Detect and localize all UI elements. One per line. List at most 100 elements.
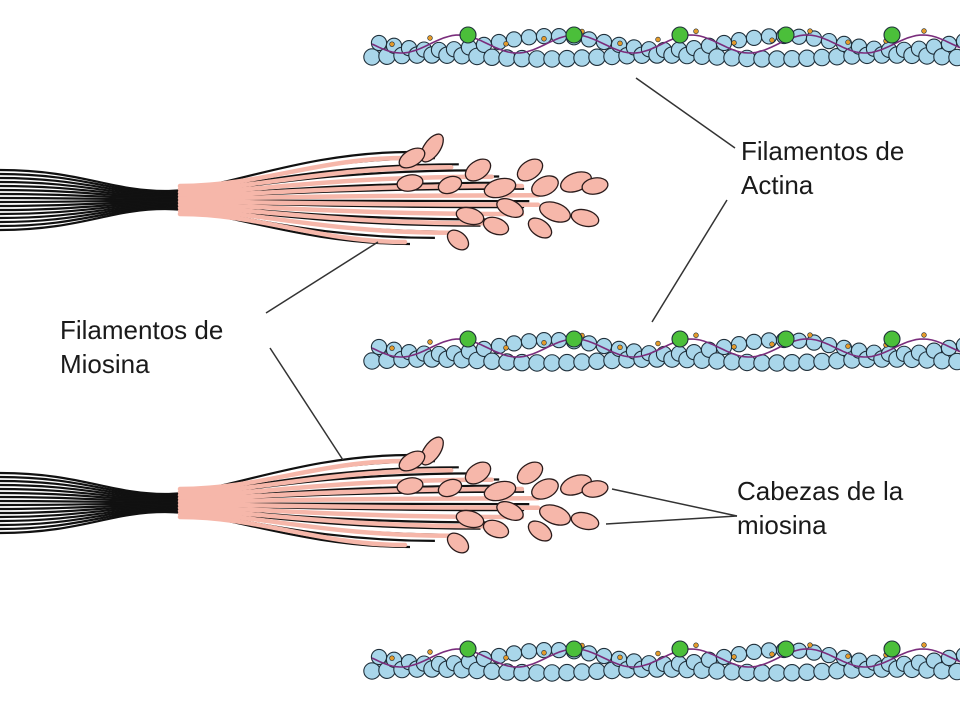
myosin-filament bbox=[0, 436, 609, 554]
troponin-complex bbox=[671, 26, 689, 44]
actin-binding-site bbox=[693, 642, 699, 648]
actin-binding-site bbox=[921, 642, 927, 648]
actin-monomer bbox=[363, 48, 381, 66]
actin-monomer bbox=[573, 49, 591, 67]
actin-binding-site bbox=[845, 653, 851, 659]
actin-binding-site bbox=[731, 344, 737, 350]
myosin-head bbox=[581, 480, 609, 498]
actin-binding-site bbox=[503, 345, 509, 351]
actin-label-line-2: Actina bbox=[741, 170, 814, 200]
actin-monomer bbox=[768, 50, 786, 68]
actin-binding-site bbox=[693, 28, 699, 34]
actin-monomer bbox=[558, 353, 576, 372]
actin-monomer bbox=[558, 49, 576, 68]
actin-monomer bbox=[588, 662, 606, 681]
actin-monomer bbox=[543, 664, 561, 682]
actin-monomer bbox=[588, 48, 606, 67]
actin-monomer bbox=[948, 662, 960, 681]
actin-monomer bbox=[948, 48, 960, 67]
actin-monomer bbox=[528, 50, 546, 68]
actin-monomer bbox=[528, 354, 546, 372]
myosin-head bbox=[396, 174, 424, 192]
myosin-tail-strand bbox=[0, 206, 435, 239]
actin-monomer bbox=[520, 29, 538, 46]
actin-filaments-group bbox=[363, 26, 960, 682]
actin-monomer bbox=[768, 664, 786, 682]
actin-monomer bbox=[483, 352, 501, 371]
myosin-head bbox=[455, 509, 485, 529]
actin-binding-site bbox=[731, 654, 737, 660]
actin-monomer bbox=[760, 332, 778, 349]
troponin-complex bbox=[459, 640, 477, 658]
myosin-neck bbox=[177, 511, 454, 538]
actin-binding-site bbox=[541, 340, 547, 346]
myosin-neck bbox=[177, 174, 495, 195]
actin-monomer bbox=[813, 48, 831, 67]
actin-binding-site bbox=[921, 332, 927, 338]
leader-lines-group bbox=[265, 77, 738, 525]
actin-binding-site bbox=[921, 28, 927, 34]
actin-monomer bbox=[505, 31, 523, 48]
myosin-heads-label: Cabezas de la miosina bbox=[737, 474, 903, 542]
actin-monomer bbox=[708, 48, 726, 66]
actin-monomer bbox=[588, 352, 606, 371]
myosin-leader-bottom bbox=[269, 347, 344, 461]
myosin-head bbox=[570, 511, 600, 531]
actin-monomer bbox=[505, 645, 523, 662]
actin-monomer bbox=[573, 353, 591, 371]
myosin-neck bbox=[177, 458, 408, 492]
actin-filament bbox=[363, 640, 960, 682]
myosin-head bbox=[516, 461, 544, 485]
troponin-complex bbox=[459, 26, 477, 44]
actin-filament bbox=[363, 26, 960, 68]
myosin-tail-strand bbox=[0, 207, 411, 246]
actin-monomer bbox=[543, 50, 561, 68]
troponin-complex bbox=[777, 330, 795, 348]
actin-monomer bbox=[483, 48, 501, 67]
myosin-heads-label-line-1: Cabezas de la bbox=[737, 476, 904, 506]
actin-binding-site bbox=[389, 41, 395, 47]
myosin-tail-strand bbox=[0, 510, 411, 549]
actin-monomer bbox=[745, 333, 763, 351]
troponin-complex bbox=[459, 330, 477, 348]
actin-binding-site bbox=[617, 654, 623, 661]
actin-label-line-1: Filamentos de bbox=[741, 136, 905, 166]
myosin-head bbox=[539, 504, 571, 526]
myosin-head bbox=[455, 206, 485, 226]
actin-monomer bbox=[520, 333, 538, 350]
myosin-neck bbox=[177, 514, 408, 548]
actin-leader-bottom bbox=[651, 199, 728, 323]
troponin-complex bbox=[777, 640, 795, 658]
actin-binding-site bbox=[693, 332, 699, 338]
actin-monomer bbox=[768, 354, 786, 372]
actin-binding-site bbox=[655, 650, 661, 657]
myosin-head bbox=[398, 147, 426, 169]
actin-monomer bbox=[708, 662, 726, 680]
actin-binding-site bbox=[731, 40, 737, 46]
myosin-head bbox=[446, 532, 470, 554]
actin-binding-site bbox=[503, 655, 509, 661]
myosin-neck bbox=[177, 505, 525, 520]
myosin-filaments-group bbox=[0, 133, 609, 554]
troponin-complex bbox=[883, 26, 901, 44]
myosin-head bbox=[531, 175, 559, 197]
myosin-head bbox=[570, 208, 600, 228]
myosin-head bbox=[420, 436, 444, 466]
actin-monomer bbox=[798, 49, 816, 68]
myosin-neck bbox=[177, 508, 495, 529]
myosin-head bbox=[446, 229, 470, 251]
myosin-head bbox=[516, 158, 544, 182]
myosin-head bbox=[464, 158, 492, 182]
actin-binding-site bbox=[389, 655, 395, 661]
myosin-neck bbox=[177, 496, 541, 504]
myosin-head bbox=[482, 216, 510, 236]
actin-monomer bbox=[543, 354, 561, 372]
myosin-head bbox=[420, 133, 444, 163]
actin-monomer bbox=[745, 29, 763, 47]
actin-monomer bbox=[783, 354, 801, 372]
troponin-complex bbox=[565, 640, 583, 658]
actin-binding-site bbox=[427, 649, 433, 655]
myosin-neck bbox=[177, 155, 408, 189]
actin-monomer bbox=[363, 662, 381, 680]
myosin-head bbox=[482, 519, 510, 539]
